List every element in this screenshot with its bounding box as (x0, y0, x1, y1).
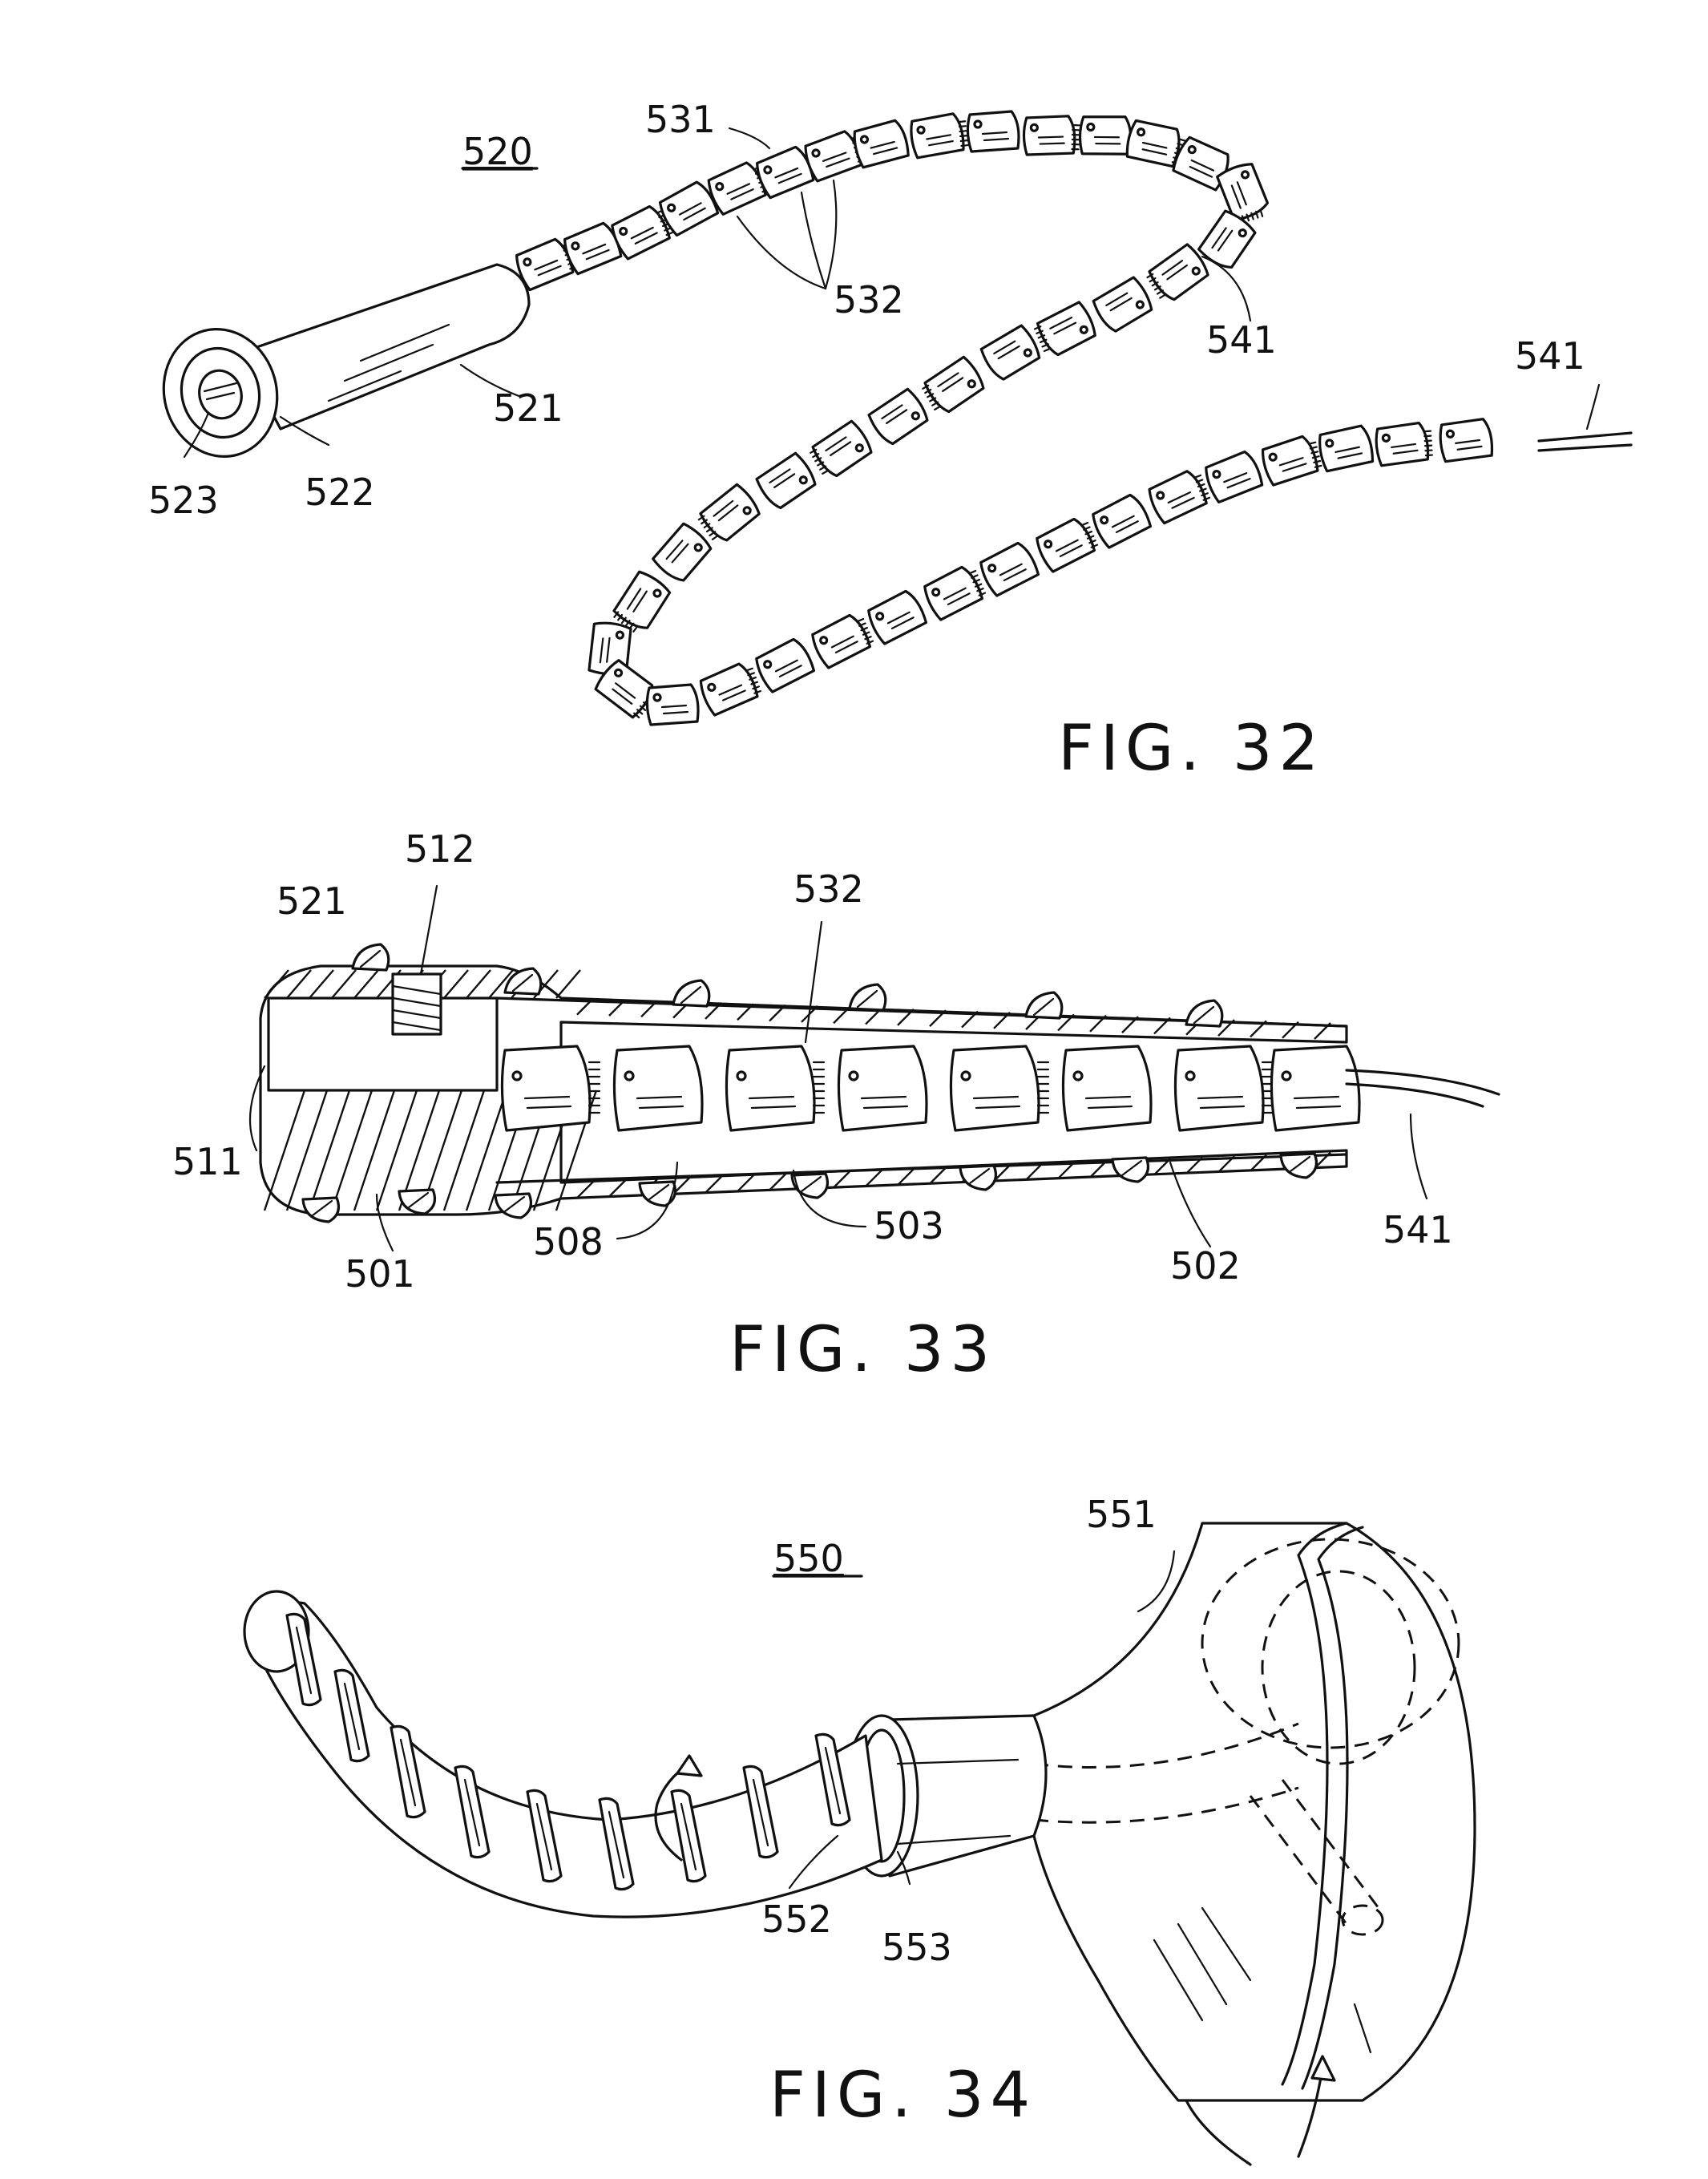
fig-34-caption: FIG. 34 (769, 2060, 1036, 2132)
chain-link (1203, 450, 1264, 503)
ref-553: 553 (882, 1926, 952, 1969)
ref-531: 531 (645, 98, 716, 141)
ref-550: 550 (773, 1537, 844, 1580)
ref-522: 522 (305, 471, 375, 514)
chain-link (1079, 114, 1133, 158)
ref-521: 521 (493, 386, 563, 430)
chain-link (1024, 115, 1080, 156)
chain-link (1375, 422, 1433, 466)
fig-32-caption: FIG. 32 (1058, 713, 1325, 785)
ref-520: 520 (462, 130, 533, 173)
wires-541 (1539, 433, 1631, 451)
cup-551 (1034, 1523, 1475, 2100)
screw-512 (393, 974, 441, 1034)
figure-34: 550 551 552 553 FIG. 34 (244, 1493, 1475, 2165)
chain-link (695, 483, 763, 547)
link-chain-531 (514, 111, 1493, 725)
chain-link (1260, 434, 1323, 486)
ref-552: 552 (761, 1898, 832, 1941)
ref-511: 511 (172, 1140, 243, 1183)
chain-link (979, 324, 1043, 382)
rib-bump (1026, 992, 1062, 1018)
figure-32: 520 531 532 541 541 521 523 522 FIG. 32 (148, 98, 1631, 785)
ref-541-b: 541 (1515, 334, 1585, 378)
ref-541: 541 (1383, 1208, 1453, 1251)
chain-link (753, 637, 816, 693)
chain-link (807, 419, 874, 481)
chain-link (1092, 276, 1155, 334)
ref-501: 501 (345, 1252, 415, 1296)
ref-551: 551 (1086, 1493, 1157, 1536)
ref-541-a: 541 (1206, 318, 1277, 362)
chain-link (1034, 515, 1100, 573)
chain-link (650, 521, 714, 585)
rib-bump (1186, 1001, 1222, 1026)
rib-bump (960, 1166, 995, 1190)
rib-bump (495, 1194, 531, 1218)
chain-link (910, 112, 969, 158)
chain-link (978, 540, 1040, 597)
figure-33: 512 521 532 511 501 508 503 502 541 FIG.… (172, 827, 1499, 1386)
internal-link (951, 1046, 1048, 1130)
ref-512: 512 (405, 827, 475, 871)
chain-link (1090, 492, 1153, 549)
rib-bump (1112, 1158, 1148, 1182)
ref-523: 523 (148, 479, 219, 522)
chain-link (1196, 208, 1259, 273)
chain-link (852, 119, 910, 168)
rib-bump (850, 984, 886, 1010)
ref-532: 532 (834, 278, 904, 321)
internal-link (614, 1046, 702, 1130)
internal-link (502, 1046, 600, 1130)
chain-link (866, 588, 928, 645)
chain-link (1032, 301, 1098, 359)
ref-502: 502 (1170, 1244, 1241, 1288)
internal-link (726, 1046, 824, 1130)
chain-link (1318, 425, 1374, 471)
rib-bump (673, 980, 709, 1006)
chain-link (698, 660, 763, 716)
chain-link (922, 563, 988, 621)
rib-bump (303, 1198, 338, 1222)
internal-links-532 (502, 1046, 1359, 1130)
rib-bump (1281, 1154, 1316, 1178)
internal-link (1175, 1046, 1273, 1130)
ref-503: 503 (874, 1204, 944, 1247)
ref-508: 508 (533, 1220, 604, 1263)
chain-link (919, 355, 987, 417)
handle-body-521 (150, 265, 529, 469)
chain-link (754, 451, 818, 511)
internal-link (1271, 1046, 1359, 1130)
internal-link (838, 1046, 927, 1130)
chain-link (866, 387, 931, 447)
chain-link (967, 111, 1019, 152)
fig-33-caption: FIG. 33 (729, 1314, 996, 1386)
chain-link (1439, 418, 1493, 462)
chain-link (1146, 467, 1212, 525)
spiral-tube-552 (244, 1591, 882, 1917)
chain-link (810, 611, 876, 669)
chain-link (647, 685, 698, 725)
ref-532: 532 (793, 867, 864, 911)
internal-link (1063, 1046, 1151, 1130)
rib-bump (353, 944, 389, 970)
ref-521: 521 (277, 879, 347, 923)
